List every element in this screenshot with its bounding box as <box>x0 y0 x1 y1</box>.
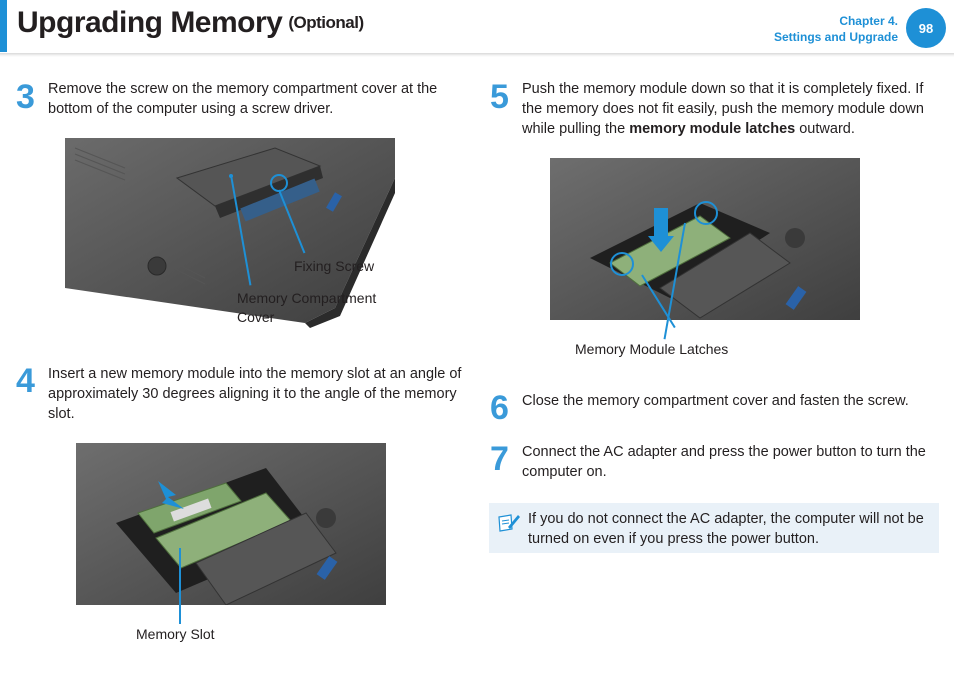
label-memory-latches: Memory Module Latches <box>575 341 729 357</box>
step-6-number: 6 <box>490 389 509 427</box>
step-7-number: 7 <box>490 440 509 478</box>
label-memory-cover: Memory Compartment Cover <box>237 289 376 327</box>
step-3-number: 3 <box>16 78 35 116</box>
note-pencil-icon <box>496 509 522 535</box>
step-3-text: Remove the screw on the memory compartme… <box>48 81 438 117</box>
label-memory-cover-line1: Memory Compartment <box>237 290 377 306</box>
step-4-number: 4 <box>16 362 35 400</box>
page-number-badge: 98 <box>906 8 946 48</box>
photo-insert-module <box>76 443 386 605</box>
chapter-info: Chapter 4. Settings and Upgrade <box>774 13 898 45</box>
slot-leader-line <box>179 548 181 624</box>
latch-left-callout-circle <box>610 252 634 276</box>
chapter-label: Chapter 4. <box>839 14 898 28</box>
step-5-number: 5 <box>490 78 509 116</box>
header-divider <box>0 53 954 57</box>
module-latches-illustration <box>550 158 860 320</box>
step-5-text-b: outward. <box>795 121 855 137</box>
note-text: If you do not connect the AC adapter, th… <box>528 511 924 547</box>
photo-push-module <box>550 158 860 320</box>
label-memory-slot: Memory Slot <box>136 626 215 642</box>
label-memory-cover-line2: Cover <box>237 309 275 325</box>
page-title: Upgrading Memory (Optional) <box>17 6 364 40</box>
laptop-bottom-illustration <box>65 138 395 328</box>
step-6-text: Close the memory compartment cover and f… <box>522 393 909 409</box>
note-box <box>489 503 939 553</box>
label-fixing-screw: Fixing Screw <box>294 258 375 274</box>
step-5-text-bold: memory module latches <box>629 121 796 137</box>
step-5-text: Push the memory module down so that it i… <box>522 79 942 139</box>
page-title-suffix: (Optional) <box>288 13 364 32</box>
step-5-text-a: Push the memory module down so that it i… <box>522 81 924 137</box>
chapter-section: Settings and Upgrade <box>773 30 898 44</box>
latch-right-callout-circle <box>694 201 718 225</box>
push-arrow-icon <box>654 208 668 238</box>
photo-remove-screw <box>65 138 395 328</box>
step-7-text: Connect the AC adapter and press the pow… <box>522 444 926 480</box>
step-4-text: Insert a new memory module into the memo… <box>48 366 462 422</box>
memory-slot-illustration <box>76 443 386 605</box>
page-title-text: Upgrading Memory <box>17 6 283 39</box>
insert-arrow-icon <box>158 481 184 509</box>
header-accent-bar <box>0 0 7 52</box>
